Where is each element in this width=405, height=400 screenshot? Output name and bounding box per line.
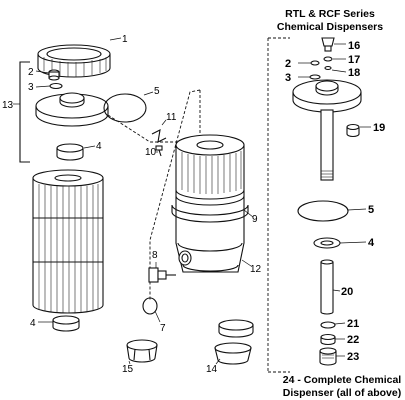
seal-part-17 [323,56,333,62]
callout-3: 3 [28,82,34,93]
callout-15: 15 [122,364,134,375]
callout-21: 21 [347,318,359,330]
callout-13: 13 [2,100,14,111]
callout-11: 11 [166,112,177,123]
clip-part-11 [151,129,167,143]
lid-o-ring-part-5 [103,93,147,123]
callout-17: 17 [348,54,360,66]
leader-lines-dispenser [298,43,371,357]
tube-part-20 [320,259,334,315]
callout-12: 12 [250,264,262,275]
lock-ring-part-1 [37,44,111,78]
callout-1: 1 [122,34,128,45]
callout-4-top: 4 [96,141,102,152]
gauge-part-2-dispenser [310,60,320,66]
callout-9: 9 [252,214,258,225]
gauge-part-2 [48,69,60,81]
bleeder-part-10 [155,145,163,157]
filter-cartridge [32,169,104,314]
dispenser-o-ring-part-5 [297,200,349,222]
collar-part-4-bottom [52,315,80,332]
dispenser-frame [267,37,290,373]
dispenser-header: RTL & RCF Series Chemical Dispensers [277,8,383,33]
valve-part-16 [321,37,335,52]
dispenser-callout-numbers: 16 2 17 3 18 19 5 4 20 21 22 23 [285,40,385,363]
filter-callout-numbers: 1 2 3 13 5 4 11 10 9 12 8 7 4 15 14 [2,34,262,375]
fitting-part-22 [320,333,336,346]
callout-2: 2 [28,67,34,78]
drain-o-ring-part-7 [142,297,158,315]
dispenser-caption: 24 - Complete Chemical Dispenser (all of… [283,374,402,399]
callout-16: 16 [348,40,360,52]
caption-line-1: 24 - Complete Chemical [283,374,402,386]
callout-4-bottom: 4 [30,318,36,329]
callout-22: 22 [347,334,359,346]
callout-8: 8 [152,250,158,261]
adapter-ring-part-14 [214,319,254,365]
feed-tube [320,109,334,181]
assembly-bracket-13 [13,61,30,163]
header-line-1: RTL & RCF Series [285,8,375,20]
collar-part-4-top [56,143,84,161]
fitting-part-23 [319,347,337,366]
header-line-2: Chemical Dispensers [277,21,383,33]
filter-tank [171,134,249,273]
cage-part-15 [126,339,158,363]
callout-23: 23 [347,351,359,363]
filter-lid [35,92,109,127]
washer-part-4 [313,237,341,249]
spring-part-18 [324,65,332,71]
caption-line-2: Dispenser (all of above) [283,387,401,399]
cap-part-19 [346,123,360,138]
leader-lines-filter [35,37,254,365]
callout-4-dispenser: 4 [368,237,375,249]
o-ring-part-21 [320,321,336,329]
callout-2-dispenser: 2 [285,58,291,70]
callout-19: 19 [373,122,385,134]
callout-7: 7 [160,323,166,334]
dispenser-lid [292,79,362,113]
callout-5-dispenser: 5 [368,204,374,216]
callout-14: 14 [206,364,218,375]
callout-18: 18 [348,67,360,79]
drain-plug-part-8 [148,267,176,283]
callout-10: 10 [145,147,157,158]
o-ring-part-3-dispenser [309,74,321,80]
o-ring-part-3 [49,82,63,90]
callout-5: 5 [154,86,160,97]
callout-3-dispenser: 3 [285,72,291,84]
callout-20: 20 [341,286,353,298]
